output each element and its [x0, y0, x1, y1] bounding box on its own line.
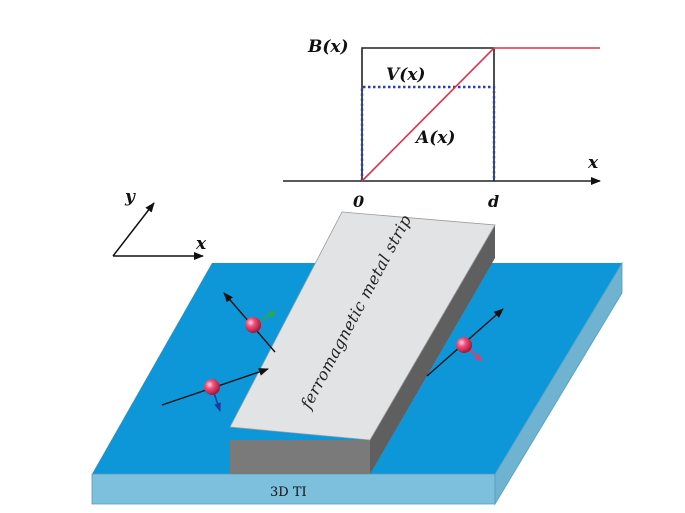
strip-top-face — [229, 211, 496, 441]
electron-ball-right — [456, 337, 472, 353]
electron-ball-upper-left — [245, 317, 261, 333]
a-label: A(x) — [414, 128, 455, 148]
ti-label: 3D TI — [270, 485, 307, 500]
y-axis-arrow — [112, 202, 155, 257]
potential-v-profile — [360, 85, 496, 181]
electron-right — [426, 308, 504, 377]
x-axis-label: x — [587, 153, 599, 173]
electron-upper-left — [223, 292, 277, 353]
coordinate-axes-icon: y x — [112, 187, 207, 260]
b-label: B(x) — [307, 37, 349, 57]
electron-ball-lower-left — [204, 379, 220, 395]
strip-right-face — [370, 225, 495, 474]
strip-front-face — [230, 440, 370, 474]
ti-right-face — [494, 261, 623, 506]
axes-x-label: x — [195, 234, 207, 254]
axes-y-label: y — [124, 187, 136, 207]
tick-d-label: d — [488, 192, 499, 211]
electron-lower-left — [161, 368, 269, 412]
v-label: V(x) — [386, 65, 425, 85]
tick-zero-label: 0 — [353, 192, 364, 211]
vector-potential-a-profile — [361, 47, 600, 182]
profile-plot: B(x) V(x) A(x) x 0 d — [283, 37, 601, 211]
